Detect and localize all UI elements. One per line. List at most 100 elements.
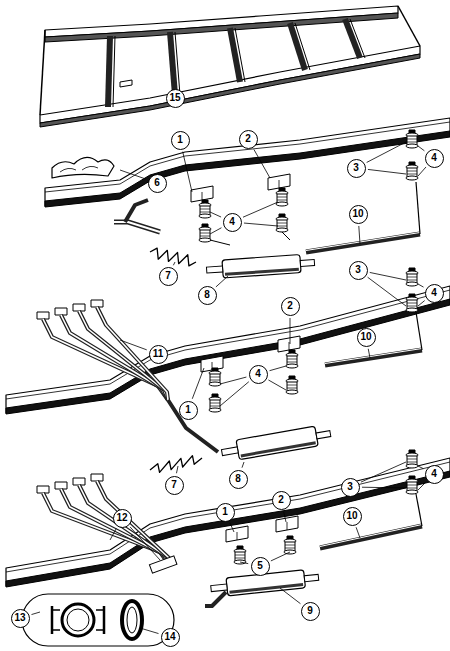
exhaust-manifold (52, 157, 114, 178)
callout-number: 1 (179, 401, 198, 420)
callout-number: 7 (159, 267, 178, 286)
leader-line (270, 366, 286, 371)
leader-line (192, 368, 204, 399)
leader-line (176, 466, 178, 473)
leader-line (220, 377, 246, 384)
washer (276, 202, 288, 206)
leader-line (210, 212, 221, 217)
leader-line (362, 487, 406, 489)
tail-pipe (325, 350, 422, 365)
leader-line (173, 262, 175, 265)
sealing-ring-inner (127, 607, 137, 633)
tail-pipe (320, 526, 422, 548)
inlet-stub (205, 592, 226, 606)
callout-number: 10 (357, 328, 376, 347)
rubber-rib (407, 488, 417, 489)
callout-number: 1 (216, 503, 235, 522)
inlet-pipe (221, 447, 238, 456)
header-pipe-core (79, 311, 168, 400)
callout-number: 4 (425, 465, 444, 484)
frame-rail (40, 46, 420, 123)
leader-line (254, 149, 270, 178)
leader-line (244, 223, 278, 226)
header-pipe (97, 481, 170, 566)
hanger-strap (416, 312, 422, 350)
inlet-pipe (206, 266, 222, 273)
header-pipe-core (97, 307, 168, 400)
leader-line (31, 612, 40, 615)
rail-flange-line (6, 290, 450, 399)
leader-line (418, 482, 426, 490)
rubber-rib (210, 380, 220, 381)
leader-line (418, 301, 425, 306)
rubber-rib (200, 212, 210, 213)
leader-line (240, 562, 248, 564)
leader-line (110, 529, 116, 540)
callout-number: 10 (343, 507, 362, 526)
silencer (220, 424, 332, 463)
leader-line (120, 340, 147, 350)
rubber-rib (407, 174, 417, 175)
inlet-pipe (211, 584, 228, 592)
header-flange (37, 486, 49, 493)
chassis-rail (6, 458, 450, 586)
silencer-shade (229, 583, 303, 594)
rail-flange-line (6, 462, 450, 572)
header-flange (37, 312, 49, 319)
mounting-bracket (201, 356, 223, 372)
leader-line (367, 142, 406, 162)
rubber-rib (407, 142, 417, 143)
washer (209, 408, 221, 412)
header-pipe (97, 307, 168, 400)
rail-underside (6, 299, 450, 414)
frame-rail-face (40, 54, 420, 127)
frame-crossmember-edge (113, 36, 115, 107)
manifold-port (60, 166, 98, 172)
leader-line (418, 466, 423, 469)
leader-line (120, 170, 146, 179)
leader-line (230, 523, 234, 532)
callout-number: 9 (301, 602, 320, 621)
callout-number: 4 (223, 213, 242, 232)
callout-number: 5 (251, 557, 270, 576)
chassis-rail (45, 118, 450, 206)
callout-number: 14 (161, 628, 180, 647)
washer (406, 308, 418, 312)
washer (276, 228, 288, 232)
washer (199, 214, 211, 218)
leader-line (220, 382, 249, 406)
frame-crossmember (170, 32, 175, 95)
leader-line (418, 284, 424, 287)
leader-line (243, 202, 278, 217)
frame-crossmember (108, 36, 110, 107)
bracket-fold (202, 192, 203, 200)
header-flange (91, 474, 103, 481)
leader-line (280, 588, 300, 604)
sealing-ring (122, 601, 142, 639)
silencer-body (236, 426, 318, 460)
tail-pipe (306, 234, 420, 252)
mounting-bracket (226, 526, 248, 542)
rubber-rib (407, 459, 417, 460)
callout-number: 11 (149, 345, 168, 364)
washer (406, 144, 418, 148)
leader-line (368, 349, 370, 358)
rubber-rib (235, 555, 245, 556)
rubber-rib (210, 403, 220, 404)
header-pipe (61, 315, 168, 400)
rubber-rib (285, 545, 295, 546)
outlet-pipe (300, 260, 314, 267)
callout-number: 10 (349, 205, 368, 224)
silencer-body (222, 255, 301, 278)
leader-line (130, 527, 160, 560)
inset-frame (22, 594, 174, 646)
hanger-strap (416, 494, 422, 526)
frame-slot (120, 80, 132, 87)
washer (406, 464, 418, 468)
rubber-rib (200, 236, 210, 237)
leader-line (356, 527, 360, 538)
rubber-rib (407, 280, 417, 281)
callout-number: 1 (171, 131, 190, 150)
callout-number: 8 (229, 470, 248, 489)
